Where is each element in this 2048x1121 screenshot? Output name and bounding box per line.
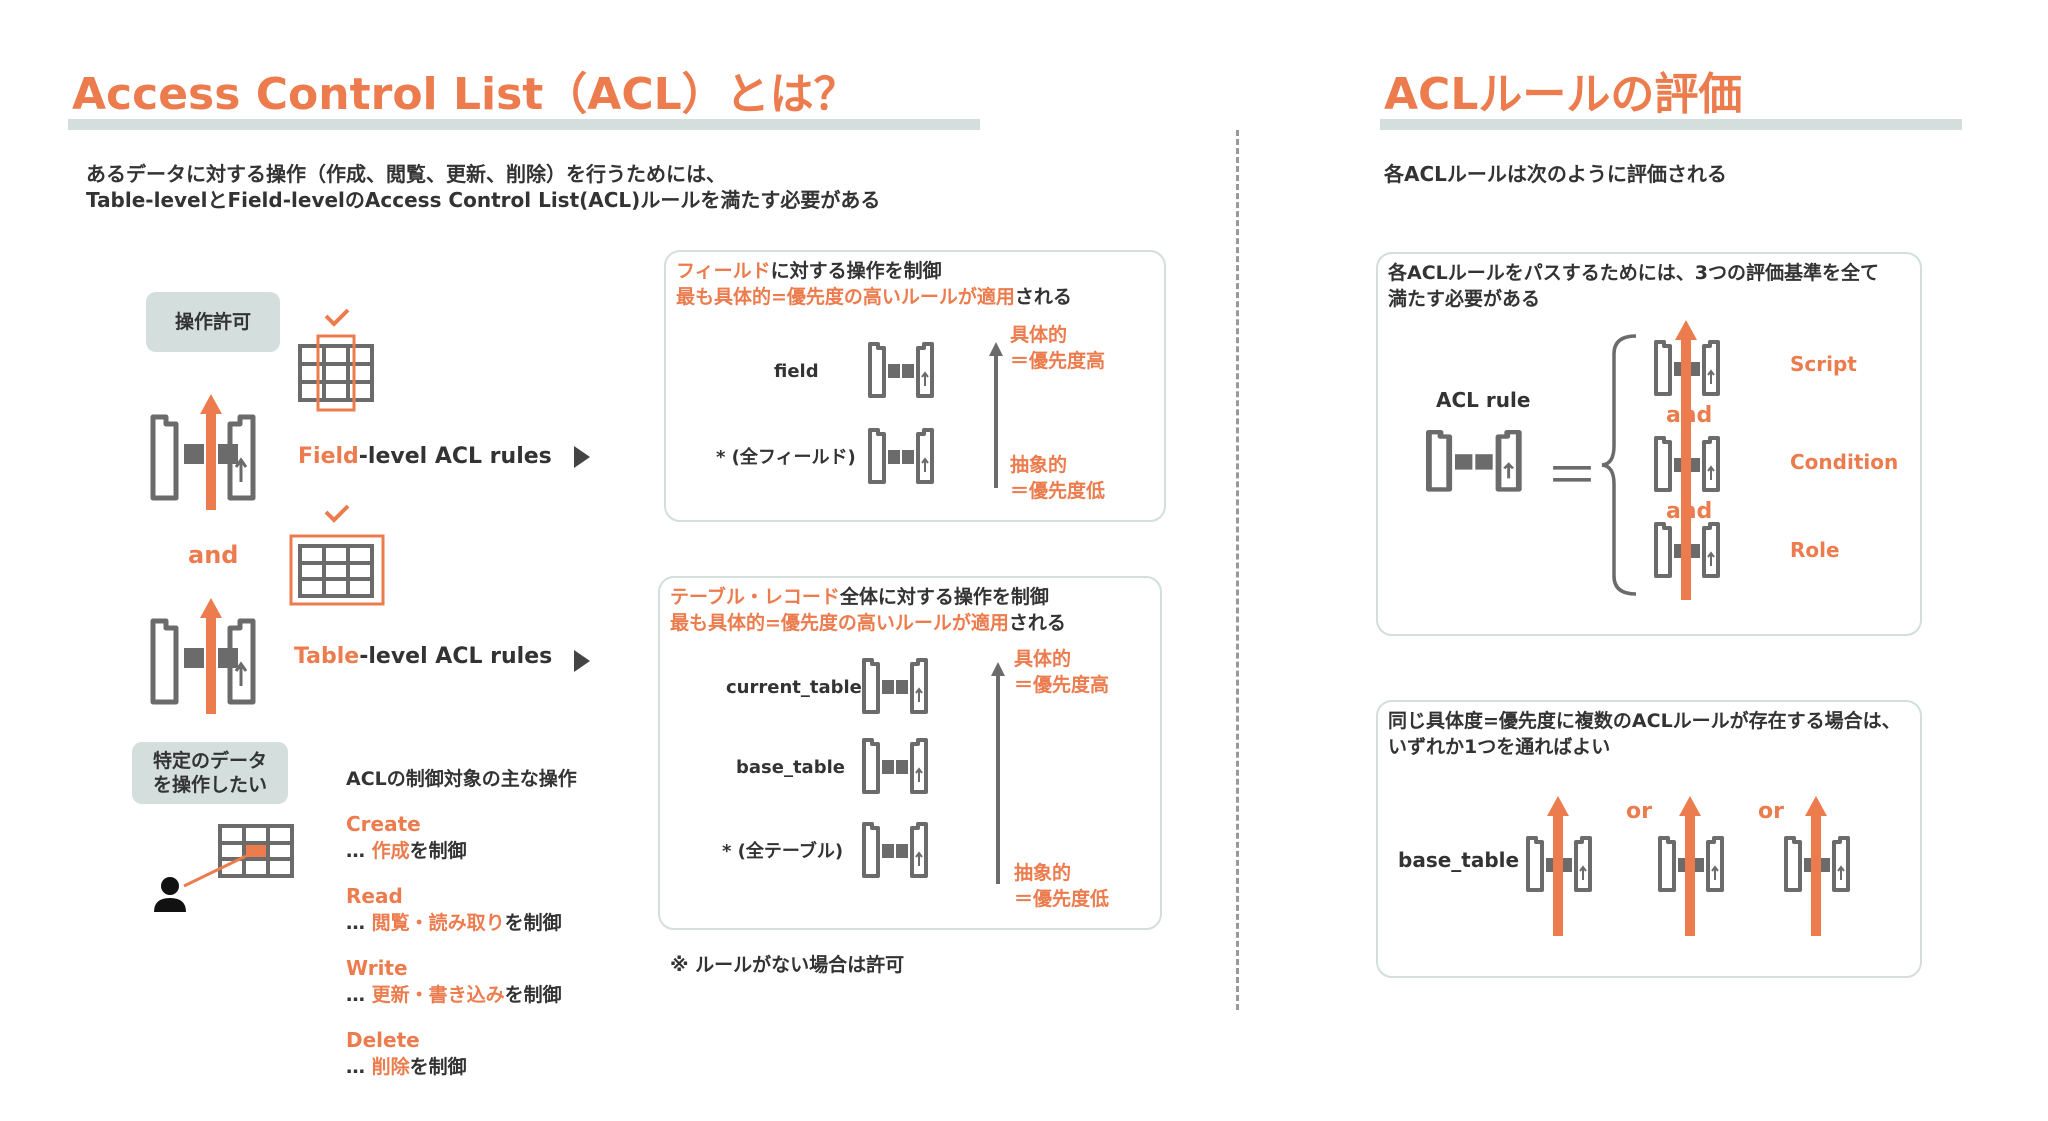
right-title-underline xyxy=(1380,119,1962,130)
ops-heading: ACLの制御対象の主な操作 xyxy=(346,768,577,790)
permission-label: 操作許可 xyxy=(146,292,280,352)
brace-icon xyxy=(1601,334,1637,596)
or-label: or xyxy=(1626,799,1652,824)
operation-item: Read … 閲覧・読み取りを制御 xyxy=(346,884,562,934)
table-icon xyxy=(289,504,385,606)
priority-arrow xyxy=(991,662,1005,884)
user-data-icon xyxy=(154,824,294,912)
table-gate-icon xyxy=(150,598,276,714)
table-item-label: current_table xyxy=(726,677,862,698)
or-label: or xyxy=(1758,799,1784,824)
left-title-underline xyxy=(68,119,980,130)
criteria-label: Role xyxy=(1790,538,1840,562)
check-icon xyxy=(324,504,350,523)
field-gate-icon xyxy=(150,394,276,510)
user-intent-label: 特定のデータを操作したい xyxy=(132,742,288,804)
operation-name: Read xyxy=(346,884,403,908)
table-item-label: * (全テーブル) xyxy=(722,841,844,862)
table-rules-panel: テーブル・レコード全体に対する操作を制御 最も具体的=優先度の高いルールが適用さ… xyxy=(658,576,1162,930)
criteria-label: Script xyxy=(1790,352,1857,376)
right-title: ACLルールの評価 xyxy=(1384,69,1743,120)
gate-icon xyxy=(862,738,928,794)
gate-icon xyxy=(862,822,928,878)
gate-icon xyxy=(862,658,928,714)
right-intro: 各ACLルールは次のように評価される xyxy=(1384,162,1727,186)
acl-rule-gate-icon xyxy=(1426,430,1524,494)
or-panel: 同じ具体度=優先度に複数のACLルールが存在する場合は、 いずれか1つを通ればよ… xyxy=(1376,700,1922,978)
and-label: and xyxy=(1666,403,1713,428)
gate-icon xyxy=(868,342,934,398)
priority-arrow xyxy=(989,342,1003,488)
acl-rule-label: ACL rule xyxy=(1436,388,1531,412)
and-label: and xyxy=(188,541,239,569)
field-rules-label: Field-level ACL rules xyxy=(298,444,552,469)
field-rules-panel: フィールドに対する操作を制御 最も具体的=優先度の高いルールが適用される fie… xyxy=(664,250,1166,522)
check-icon xyxy=(324,308,350,327)
operations-list: Create … 作成を制御 Read … 閲覧・読み取りを制御 Write …… xyxy=(346,810,562,1098)
operation-name: Create xyxy=(346,812,421,836)
table-rules-label: Table-level ACL rules xyxy=(294,644,553,669)
operation-name: Delete xyxy=(346,1028,420,1052)
gate-icon xyxy=(868,428,934,484)
field-item-label: field xyxy=(774,361,819,382)
field-item-label: * (全フィールド) xyxy=(716,447,856,468)
criteria-gates xyxy=(1654,320,1720,600)
field-table-icon xyxy=(298,308,374,412)
criteria-label: Condition xyxy=(1790,450,1899,474)
arrow-right-icon xyxy=(574,650,590,672)
operation-item: Delete … 削除を制御 xyxy=(346,1026,562,1098)
table-item-label: base_table xyxy=(736,757,845,778)
left-intro-line1: あるデータに対する操作（作成、閲覧、更新、削除）を行うためには、 xyxy=(86,162,726,186)
or-gates xyxy=(1526,796,1850,936)
and-label: and xyxy=(1666,499,1713,524)
operation-item: Create … 作成を制御 xyxy=(346,810,562,882)
left-title: Access Control List（ACL）とは？ xyxy=(72,69,858,120)
user-icon xyxy=(154,877,186,912)
base-table-label: base_table xyxy=(1398,848,1520,872)
operation-item: Write … 更新・書き込みを制御 xyxy=(346,956,562,1006)
section-divider xyxy=(1236,130,1239,1010)
equals-sign: ＝ xyxy=(1546,447,1599,507)
arrow-right-icon xyxy=(574,446,590,468)
criteria-panel: 各ACLルールをパスするためには、3つの評価基準を全て 満たす必要がある ACL… xyxy=(1376,252,1922,636)
no-rule-note: ※ ルールがない場合は許可 xyxy=(670,954,905,976)
left-intro-line2: Table-levelとField-levelのAccess Control L… xyxy=(86,188,881,212)
operation-name: Write xyxy=(346,956,408,980)
